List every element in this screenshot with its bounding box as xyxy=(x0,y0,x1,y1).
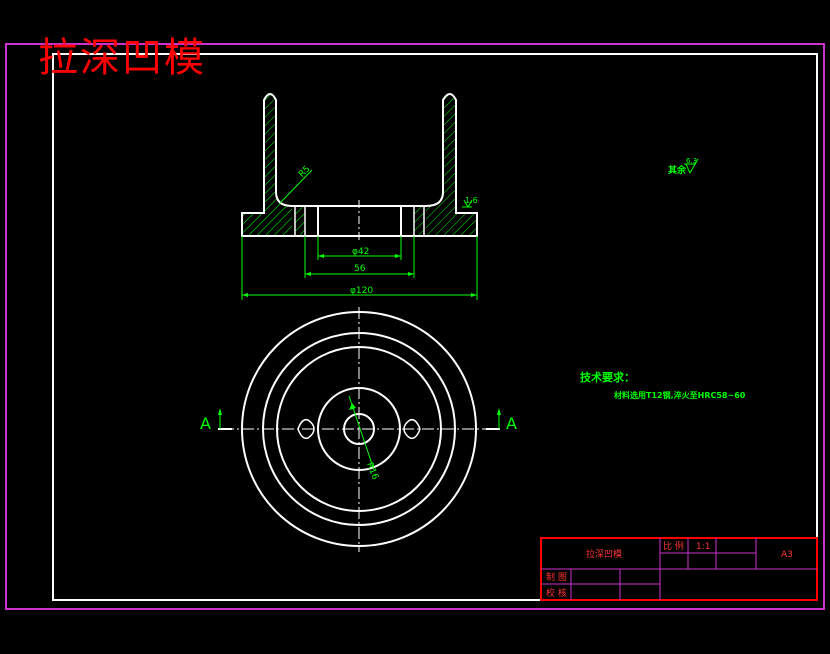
title-block-checked: 校 核 xyxy=(546,587,567,599)
section-view: φ42 56 φ120 R5 1.6 xyxy=(241,93,478,300)
outer-frame xyxy=(5,43,825,610)
title-block-name: 拉深凹模 xyxy=(586,548,622,560)
dim-r5: R5 xyxy=(297,164,313,180)
tech-req-heading: 技术要求： xyxy=(580,370,635,384)
hatch-right-wall xyxy=(426,95,477,236)
section-outline xyxy=(241,93,478,237)
section-mark-left: A xyxy=(200,414,211,433)
hatch-left-wall xyxy=(242,95,292,236)
dimension-lines xyxy=(241,169,478,300)
roughness-1-6: 1.6 xyxy=(465,196,478,205)
dim-56: 56 xyxy=(354,264,366,274)
plan-view: A A R16 xyxy=(200,307,517,552)
drawing-title: 拉深凹模 xyxy=(38,35,206,81)
inner-border xyxy=(52,53,818,601)
surface-finish-value: 6.3 xyxy=(686,157,697,165)
dim-d120: φ120 xyxy=(350,286,373,296)
hatch-inner-right xyxy=(414,207,424,236)
hatch-inner-left xyxy=(295,207,305,236)
surface-finish-label: 其余 xyxy=(668,164,687,176)
title-block-scale-value: 1:1 xyxy=(696,542,710,552)
section-mark-right: A xyxy=(506,414,517,433)
title-block-sheet: A3 xyxy=(781,550,793,560)
title-block-scale-label: 比 例 xyxy=(663,540,684,552)
dim-r16: R16 xyxy=(364,461,380,481)
title-block xyxy=(540,537,818,601)
roughness-symbol xyxy=(684,158,699,174)
title-block-drawn: 制 图 xyxy=(546,571,567,583)
tech-req-line1: 材料选用T12钢,淬火至HRC58~60 xyxy=(614,390,746,400)
dim-d42: φ42 xyxy=(352,247,369,257)
